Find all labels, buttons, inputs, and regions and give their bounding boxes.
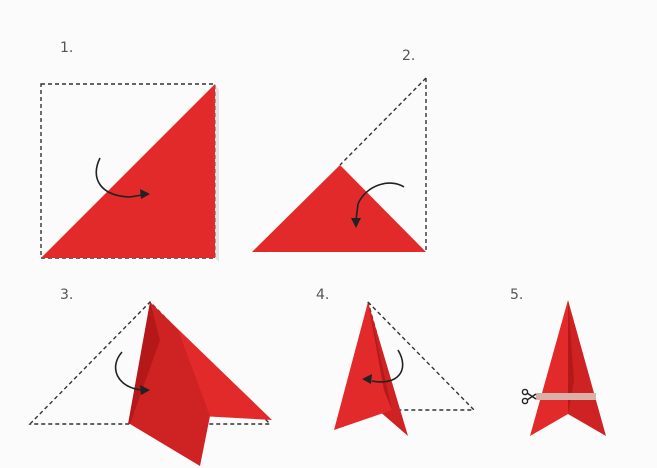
scissors-icon — [522, 389, 536, 403]
step-1-shadow — [215, 84, 219, 262]
step-2-red-triangle — [252, 165, 426, 252]
step-5-figure — [522, 300, 606, 436]
step-1-figure — [41, 84, 219, 262]
step-2-figure — [252, 78, 426, 252]
step-3-figure — [30, 302, 272, 466]
step-2-dashed-diagonal — [340, 78, 426, 165]
step-5-left-half — [530, 300, 568, 436]
step-5-cut-line — [536, 393, 596, 400]
step-5-right-half — [568, 300, 606, 436]
step-1-red-triangle — [41, 84, 215, 258]
step-4-figure — [334, 302, 474, 436]
